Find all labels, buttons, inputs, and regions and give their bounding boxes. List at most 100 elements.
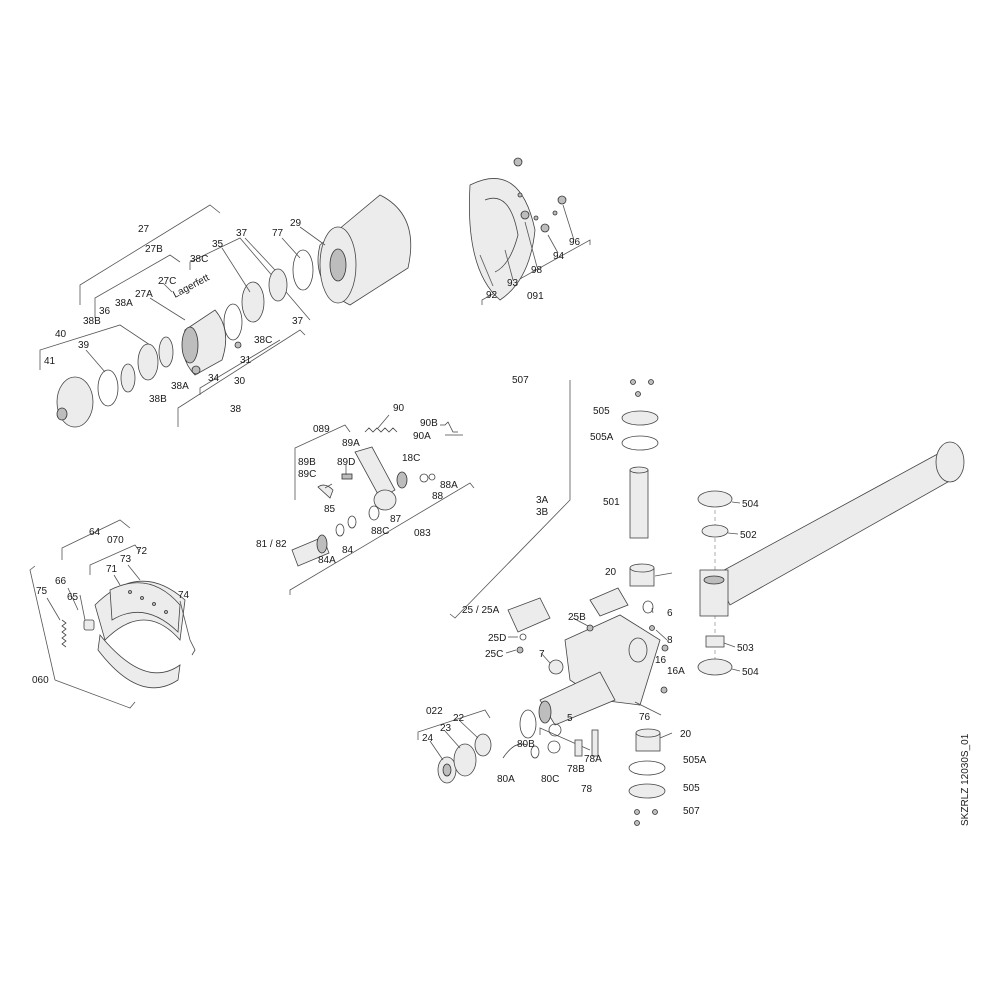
- label-3B: 3B: [536, 507, 549, 518]
- nut-22-part: [474, 733, 492, 757]
- label-5: 5: [567, 713, 573, 724]
- label-41: 41: [44, 356, 56, 367]
- bearing-35-part: [241, 281, 265, 323]
- brake-lining-part: [109, 582, 181, 633]
- bracket-78: [539, 727, 591, 751]
- leader-66: [67, 587, 79, 611]
- label-24: 24: [422, 733, 434, 744]
- nipple-16A-part: [660, 686, 668, 694]
- label-505-top: 505: [593, 406, 610, 417]
- label-77: 77: [272, 228, 284, 239]
- ring-77-part: [292, 249, 314, 291]
- label-76: 76: [639, 712, 651, 723]
- label-16A: 16A: [667, 666, 685, 677]
- label-8: 8: [667, 635, 673, 646]
- rivet-part: [164, 610, 168, 614]
- anchor-plate-part: [469, 178, 536, 301]
- leader-7: [540, 652, 551, 664]
- bolt-34-part: [191, 365, 201, 375]
- label-091: 091: [527, 291, 544, 302]
- label-89D: 89D: [337, 457, 355, 468]
- label-25C: 25C: [485, 649, 503, 660]
- label-98: 98: [531, 265, 543, 276]
- hub-bore-part: [181, 326, 199, 364]
- label-503: 503: [737, 643, 754, 654]
- leader-27A: [149, 297, 186, 321]
- label-27: 27: [138, 224, 150, 235]
- anchor-plate-cutout: [484, 197, 519, 273]
- label-34: 34: [208, 373, 220, 384]
- rivet-part: [152, 602, 156, 606]
- label-80B: 80B: [517, 739, 535, 750]
- label-lagerfett: Lagerfett: [171, 272, 211, 300]
- bolt-31-part: [234, 341, 242, 349]
- label-38C-top: 38C: [190, 254, 208, 265]
- ring-38C-part: [223, 303, 243, 341]
- bracket-089: [294, 424, 351, 500]
- washer-5a-part: [548, 723, 562, 737]
- label-74: 74: [178, 590, 190, 601]
- leader-98: [524, 221, 538, 268]
- label-66: 66: [55, 576, 67, 587]
- label-78A: 78A: [584, 754, 602, 765]
- label-25D: 25D: [488, 633, 506, 644]
- label-20-top: 20: [605, 567, 617, 578]
- label-89A: 89A: [342, 438, 360, 449]
- brake-shoe-lower-part: [97, 634, 181, 689]
- bracket-30: [199, 339, 281, 395]
- label-90B: 90B: [420, 418, 438, 429]
- label-38A: 38A: [171, 381, 189, 392]
- label-35: 35: [212, 239, 224, 250]
- roller-65-part: [83, 619, 95, 631]
- label-31: 31: [240, 355, 252, 366]
- washer-98-part: [520, 210, 530, 220]
- label-38A-top: 38A: [115, 298, 133, 309]
- label-84A: 84A: [318, 555, 336, 566]
- label-90: 90: [393, 403, 405, 414]
- nut-24-bore-part: [442, 763, 452, 777]
- clip-90B-part: [440, 421, 458, 433]
- label-27C: 27C: [158, 276, 176, 287]
- screw-507-c-part: [634, 820, 640, 826]
- leader-27C: [162, 282, 173, 293]
- bracket-40: [39, 324, 151, 370]
- label-505: 505: [683, 783, 700, 794]
- label-060: 060: [32, 675, 49, 686]
- label-25B: 25B: [568, 612, 586, 623]
- label-7: 7: [539, 649, 545, 660]
- stub-axle-group: 507 505 505A 501 3A 3B 20 6 25 / 25A 25B…: [449, 375, 707, 826]
- bearing-504-top-part: [697, 490, 733, 508]
- axle-beam-bore-part: [703, 575, 725, 585]
- gasket-505A-top-part: [621, 435, 659, 451]
- bolt-b-part: [552, 210, 558, 216]
- screw-507-b-part: [652, 809, 658, 815]
- axle-beam-eye-right-part: [935, 441, 965, 483]
- label-38: 38: [230, 404, 242, 415]
- leader-96: [562, 204, 575, 241]
- label-507-top: 507: [512, 375, 529, 386]
- label-502: 502: [740, 530, 757, 541]
- bracket-060-bottom: [54, 679, 136, 709]
- label-96: 96: [569, 237, 581, 248]
- label-85: 85: [324, 504, 336, 515]
- label-71: 71: [106, 564, 118, 575]
- label-20: 20: [680, 729, 692, 740]
- label-39: 39: [78, 340, 90, 351]
- leader-502: [727, 532, 739, 535]
- label-504: 504: [742, 667, 759, 678]
- steering-arm-25A-part: [589, 587, 629, 617]
- seal-37-part: [268, 268, 288, 302]
- hose-80A-part: [502, 743, 528, 759]
- leader-89C: [324, 483, 333, 489]
- leader-94: [547, 234, 559, 254]
- label-501: 501: [603, 497, 620, 508]
- leader-29: [299, 226, 326, 246]
- nut-7-part: [548, 659, 564, 675]
- label-38B-top: 38B: [83, 316, 101, 327]
- leader-74: [179, 600, 191, 641]
- gasket-part: [97, 369, 119, 407]
- ring-85-part: [347, 515, 357, 529]
- label-3A: 3A: [536, 495, 549, 506]
- label-070: 070: [107, 535, 124, 546]
